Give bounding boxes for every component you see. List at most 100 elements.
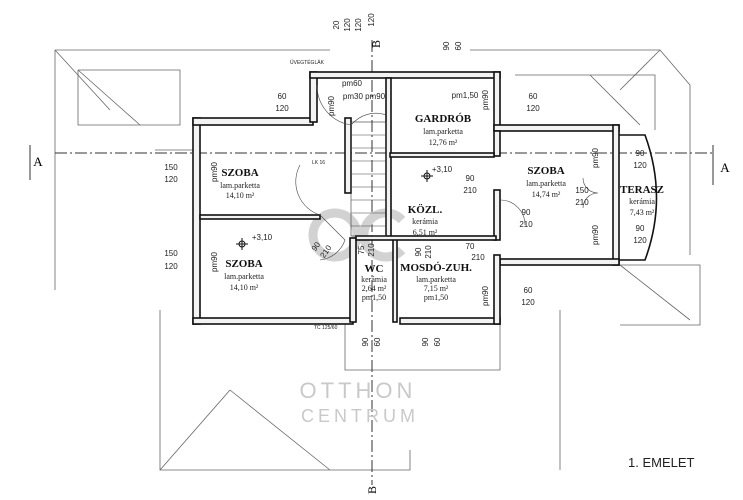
room-gardrob: GARDRÓB lam.parketta 12,76 m²	[415, 113, 472, 147]
level-lower: +3,10	[252, 233, 273, 242]
svg-text:pm1,50: pm1,50	[452, 91, 479, 100]
svg-text:120: 120	[164, 262, 178, 271]
bottom-dimensions: 90 60 90 60	[361, 337, 442, 346]
svg-text:20: 20	[332, 20, 341, 29]
svg-text:150: 150	[164, 163, 178, 172]
svg-text:pm90: pm90	[210, 251, 219, 272]
svg-text:210: 210	[519, 220, 533, 229]
svg-text:120: 120	[164, 175, 178, 184]
staircase	[316, 84, 387, 237]
svg-text:14,10 m²: 14,10 m²	[230, 283, 259, 292]
svg-text:pm90: pm90	[327, 95, 336, 116]
svg-text:lam.parketta: lam.parketta	[416, 275, 456, 284]
svg-text:lam.parketta: lam.parketta	[423, 127, 463, 136]
svg-text:120: 120	[367, 13, 376, 27]
svg-text:60: 60	[529, 92, 538, 101]
svg-text:60: 60	[373, 337, 382, 346]
svg-text:kerámia: kerámia	[412, 217, 438, 226]
sill-heights: pm60 pm30 pm90 pm1,50 pm90 pm90 pm90 pm9…	[210, 79, 600, 306]
svg-text:pm1,50: pm1,50	[362, 293, 386, 302]
svg-text:GARDRÓB: GARDRÓB	[415, 113, 472, 125]
section-b-top: B	[369, 40, 383, 48]
level-markers: +3,10 +3,10	[236, 165, 453, 250]
svg-text:210: 210	[471, 253, 485, 262]
section-a-left: A	[33, 154, 43, 169]
svg-text:120: 120	[633, 161, 647, 170]
terrace-outline	[619, 134, 658, 261]
watermark-line2: CENTRUM	[301, 406, 419, 426]
note-tc: TC 125/60	[314, 325, 338, 331]
svg-text:12,76 m²: 12,76 m²	[429, 138, 458, 147]
sheet-title: 1. EMELET	[628, 455, 695, 470]
svg-text:pm90: pm90	[481, 285, 490, 306]
svg-text:kerámia: kerámia	[629, 197, 655, 206]
svg-text:90: 90	[636, 149, 645, 158]
room-kozl: KÖZL.kerámia 6,51 m²	[408, 203, 443, 237]
level-upper: +3,10	[432, 165, 453, 174]
svg-text:14,10 m²: 14,10 m²	[226, 191, 255, 200]
svg-text:60: 60	[433, 337, 442, 346]
note-lk: LK 16	[312, 160, 325, 166]
svg-text:60: 60	[278, 92, 287, 101]
svg-text:lam.parketta: lam.parketta	[224, 272, 264, 281]
svg-text:90: 90	[414, 247, 423, 256]
walls	[192, 71, 620, 325]
svg-text:pm60: pm60	[342, 79, 363, 88]
door-swings	[295, 164, 599, 261]
svg-text:6,51 m²: 6,51 m²	[413, 228, 438, 237]
top-dimensions: 20 120 120 120 90 60	[332, 13, 463, 51]
svg-text:60: 60	[524, 286, 533, 295]
watermark-line1: OTTHON	[300, 378, 417, 403]
room-szoba-lower-left: SZOBA lam.parketta 14,10 m²	[224, 258, 264, 292]
svg-text:14,74 m²: 14,74 m²	[532, 190, 561, 199]
svg-text:120: 120	[521, 298, 535, 307]
svg-text:90: 90	[421, 337, 430, 346]
svg-text:210: 210	[575, 198, 589, 207]
svg-text:SZOBA: SZOBA	[527, 165, 564, 177]
svg-text:75: 75	[357, 245, 366, 254]
svg-text:120: 120	[354, 18, 363, 32]
svg-text:SZOBA: SZOBA	[221, 167, 258, 179]
svg-text:MOSDÓ-ZUH.: MOSDÓ-ZUH.	[400, 262, 472, 274]
roof-outline	[54, 49, 701, 471]
svg-text:TERASZ: TERASZ	[620, 184, 664, 196]
svg-text:90: 90	[636, 224, 645, 233]
svg-text:lam.parketta: lam.parketta	[220, 181, 260, 190]
svg-text:7,15 m²: 7,15 m²	[424, 284, 449, 293]
svg-text:60: 60	[454, 41, 463, 50]
svg-text:pm90: pm90	[481, 89, 490, 110]
svg-text:120: 120	[343, 18, 352, 32]
section-b-bottom: B	[365, 486, 379, 494]
note-glass-blocks: ÜVEGTÉGLÁK	[290, 59, 325, 66]
svg-text:210: 210	[367, 243, 376, 257]
svg-text:150: 150	[575, 186, 589, 195]
svg-text:7,43 m²: 7,43 m²	[630, 208, 655, 217]
svg-text:210: 210	[463, 186, 477, 195]
section-a-right: A	[720, 160, 730, 175]
svg-text:150: 150	[164, 249, 178, 258]
svg-text:lam.parketta: lam.parketta	[526, 179, 566, 188]
svg-text:pm1,50: pm1,50	[424, 293, 448, 302]
svg-text:90: 90	[442, 41, 451, 50]
svg-text:90: 90	[522, 208, 531, 217]
svg-text:120: 120	[275, 104, 289, 113]
svg-text:kerámia: kerámia	[361, 275, 387, 284]
svg-text:120: 120	[526, 104, 540, 113]
svg-text:70: 70	[466, 242, 475, 251]
svg-text:KÖZL.: KÖZL.	[408, 203, 443, 216]
svg-text:2,64 m²: 2,64 m²	[362, 284, 387, 293]
room-szoba-right: SZOBA lam.parketta 14,74 m²	[526, 165, 566, 199]
svg-text:SZOBA: SZOBA	[225, 258, 262, 270]
svg-text:WC: WC	[365, 263, 384, 275]
svg-text:120: 120	[633, 236, 647, 245]
svg-text:pm90: pm90	[591, 147, 600, 168]
svg-text:pm90: pm90	[591, 224, 600, 245]
svg-text:90: 90	[466, 174, 475, 183]
svg-text:210: 210	[424, 245, 433, 259]
svg-text:pm30 pm90: pm30 pm90	[343, 92, 386, 101]
